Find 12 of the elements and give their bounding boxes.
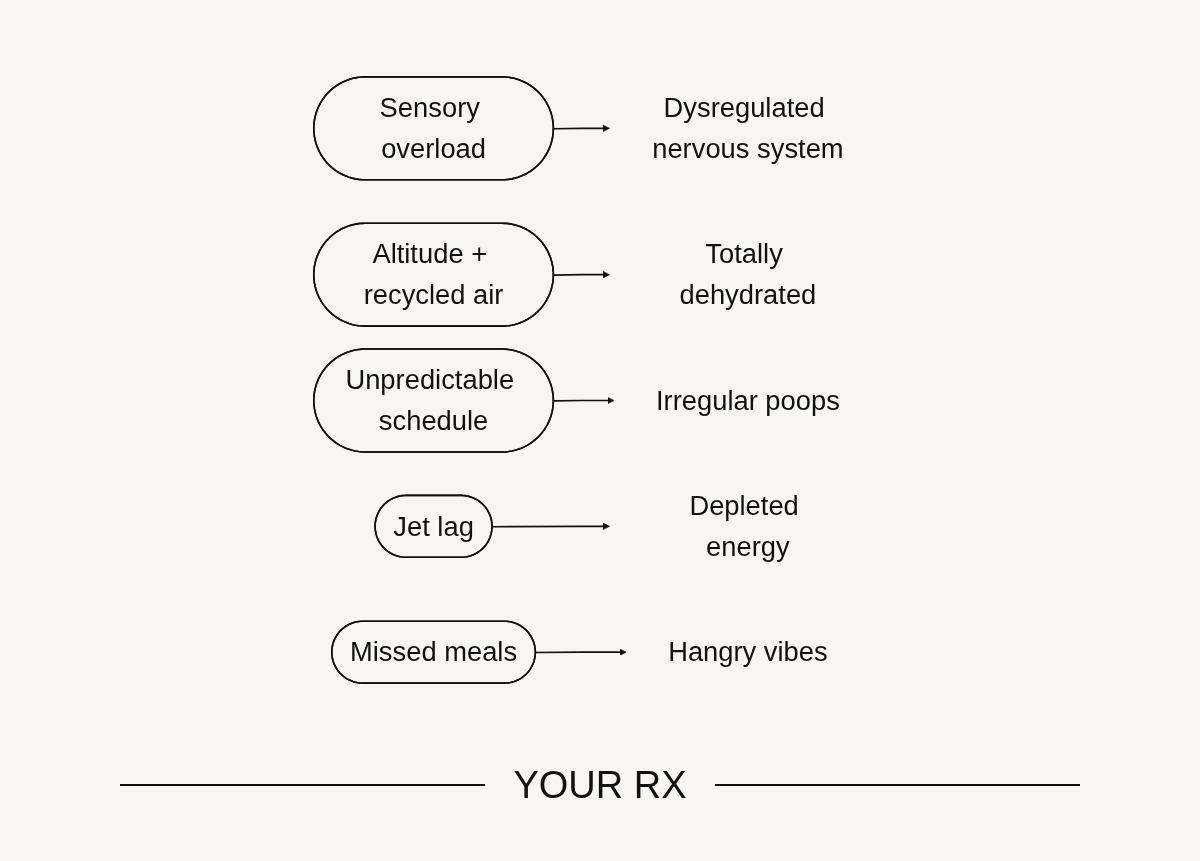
cause-pill: Sensory overload xyxy=(313,76,555,181)
cause-pill: Altitude + recycled air xyxy=(313,222,555,327)
arrow xyxy=(491,522,610,530)
outcome-text: Totally dehydrated xyxy=(679,238,817,311)
caption: YOUR RX xyxy=(512,763,688,807)
outcome-text: Irregular poops xyxy=(656,384,840,416)
cause-pill: Jet lag xyxy=(374,494,493,559)
outcome-text: Hangry vibes xyxy=(668,636,828,668)
cause-pill: Unpredictable schedule xyxy=(313,348,555,453)
outcome-text: Depleted energy xyxy=(689,490,799,562)
outcome-text: Dysregulated nervous system xyxy=(652,92,844,164)
cause-pill: Missed meals xyxy=(331,620,537,684)
